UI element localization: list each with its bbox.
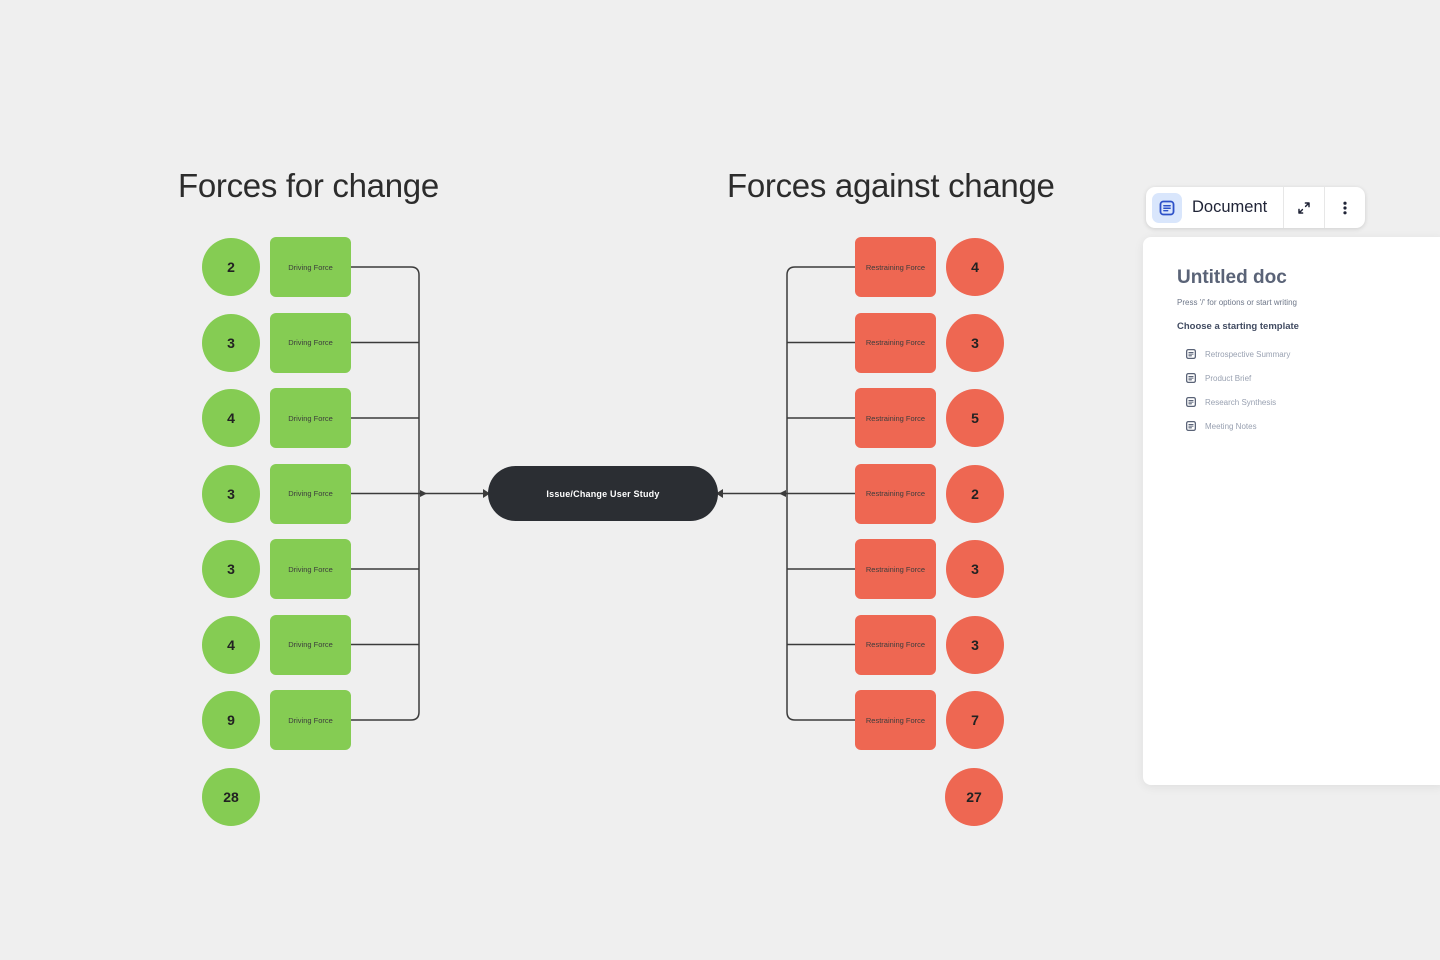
force-weight-badge[interactable]: 4 xyxy=(202,389,260,447)
forces-for-change-title[interactable]: Forces for change xyxy=(178,167,439,204)
driving-force-card[interactable]: Driving Force xyxy=(270,539,351,599)
document-icon xyxy=(1185,348,1197,360)
driving-force-row: 3 Driving Force xyxy=(202,539,351,599)
force-weight-badge[interactable]: 3 xyxy=(202,540,260,598)
driving-force-row: 3 Driving Force xyxy=(202,312,351,373)
restraining-force-card[interactable]: Restraining Force xyxy=(855,312,936,373)
force-weight-badge[interactable]: 3 xyxy=(946,313,1004,372)
driving-force-row: 4 Driving Force xyxy=(202,388,351,448)
document-tab[interactable]: Document xyxy=(1146,187,1283,228)
force-weight-badge[interactable]: 2 xyxy=(202,238,260,296)
force-weight-badge[interactable]: 4 xyxy=(202,615,260,674)
more-options-icon xyxy=(1337,199,1353,217)
driving-force-card[interactable]: Driving Force xyxy=(270,388,351,448)
toolbar-divider xyxy=(1283,187,1285,228)
restraining-force-card[interactable]: Restraining Force xyxy=(855,539,936,599)
template-item-meeting-notes[interactable]: Meeting Notes xyxy=(1177,414,1423,438)
driving-force-card[interactable]: Driving Force xyxy=(270,463,351,524)
driving-forces-column: 2 Driving Force 3 Driving Force 4 Drivin… xyxy=(202,237,351,750)
force-weight-badge[interactable]: 7 xyxy=(946,691,1004,749)
toolbar-divider xyxy=(1324,187,1326,228)
force-weight-badge[interactable]: 9 xyxy=(202,691,260,749)
force-weight-badge[interactable]: 5 xyxy=(946,389,1004,447)
expand-button[interactable] xyxy=(1284,187,1324,228)
driving-forces-total-badge[interactable]: 28 xyxy=(202,768,260,826)
restraining-force-row: Restraining Force 3 xyxy=(855,312,1004,373)
template-label: Meeting Notes xyxy=(1205,421,1257,431)
restraining-force-card[interactable]: Restraining Force xyxy=(855,388,936,448)
force-weight-badge[interactable]: 3 xyxy=(946,540,1004,598)
template-label: Retrospective Summary xyxy=(1205,349,1291,359)
restraining-force-card[interactable]: Restraining Force xyxy=(855,237,936,297)
force-weight-badge[interactable]: 2 xyxy=(946,464,1004,523)
issue-change-pill[interactable]: Issue/Change User Study xyxy=(488,466,718,521)
document-icon xyxy=(1185,396,1197,408)
template-item-research-synthesis[interactable]: Research Synthesis xyxy=(1177,390,1423,414)
driving-force-card[interactable]: Driving Force xyxy=(270,690,351,750)
driving-force-row: 4 Driving Force xyxy=(202,614,351,675)
restraining-force-card[interactable]: Restraining Force xyxy=(855,614,936,675)
restraining-force-card[interactable]: Restraining Force xyxy=(855,690,936,750)
force-weight-badge[interactable]: 3 xyxy=(946,615,1004,674)
driving-force-row: 9 Driving Force xyxy=(202,690,351,750)
document-icon xyxy=(1185,372,1197,384)
doc-title[interactable]: Untitled doc xyxy=(1177,267,1287,288)
restraining-force-row: Restraining Force 3 xyxy=(855,539,1004,599)
template-item-product-brief[interactable]: Product Brief xyxy=(1177,366,1423,390)
driving-force-row: 3 Driving Force xyxy=(202,463,351,524)
restraining-force-row: Restraining Force 5 xyxy=(855,388,1004,448)
template-list: Retrospective Summary Product Brief xyxy=(1177,342,1423,438)
expand-icon xyxy=(1295,199,1313,217)
document-toolbar-label: Document xyxy=(1192,198,1268,216)
force-weight-badge[interactable]: 3 xyxy=(202,313,260,372)
restraining-force-row: Restraining Force 2 xyxy=(855,463,1004,524)
force-weight-badge[interactable]: 3 xyxy=(202,464,260,523)
document-panel: Untitled doc Press '/' for options or st… xyxy=(1143,237,1440,785)
template-item-retrospective-summary[interactable]: Retrospective Summary xyxy=(1177,342,1423,366)
restraining-forces-total-badge[interactable]: 27 xyxy=(945,768,1003,826)
driving-force-card[interactable]: Driving Force xyxy=(270,237,351,297)
driving-force-card[interactable]: Driving Force xyxy=(270,614,351,675)
restraining-forces-column: Restraining Force 4 Restraining Force 3 … xyxy=(855,237,1004,750)
forces-against-change-title[interactable]: Forces against change xyxy=(727,167,1055,204)
restraining-force-card[interactable]: Restraining Force xyxy=(855,463,936,524)
restraining-force-row: Restraining Force 4 xyxy=(855,237,1004,297)
document-icon xyxy=(1152,192,1182,223)
template-label: Research Synthesis xyxy=(1205,397,1277,407)
restraining-force-row: Restraining Force 7 xyxy=(855,690,1004,750)
more-options-button[interactable] xyxy=(1325,187,1365,228)
templates-heading: Choose a starting template xyxy=(1177,321,1299,332)
document-toolbar: Document xyxy=(1146,187,1366,228)
doc-editor-hint: Press '/' for options or start writing xyxy=(1177,298,1297,307)
force-weight-badge[interactable]: 4 xyxy=(946,238,1004,296)
document-icon xyxy=(1185,420,1197,432)
driving-force-card[interactable]: Driving Force xyxy=(270,312,351,373)
driving-force-row: 2 Driving Force xyxy=(202,237,351,297)
template-label: Product Brief xyxy=(1205,373,1252,383)
restraining-force-row: Restraining Force 3 xyxy=(855,614,1004,675)
